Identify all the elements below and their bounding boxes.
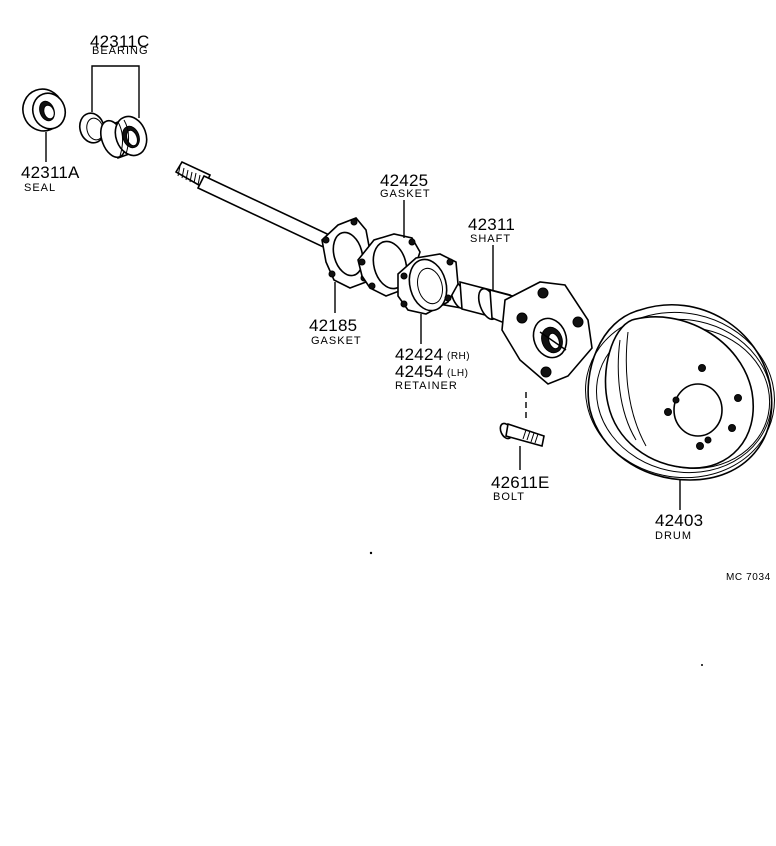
gasket-inner-part [321, 217, 373, 289]
bolt-part-name: BOLT [493, 491, 525, 503]
retainer-lh-part-number: 42454 [395, 362, 443, 381]
shaft-part-name: SHAFT [470, 233, 511, 245]
diagram-code: MC 7034 [726, 572, 771, 583]
retainer-part-name: RETAINER [395, 380, 458, 392]
retainer-lh-side: (LH) [447, 368, 468, 379]
gasket-outer-part-name: GASKET [380, 188, 431, 200]
retainer-rh-side: (RH) [447, 351, 470, 362]
bearing-part-number: 42311C [90, 32, 150, 51]
stray-dot [369, 551, 373, 555]
seal-part-name: SEAL [24, 182, 56, 194]
bolt-part-number: 42611E [491, 473, 550, 492]
brake-drum-part [585, 304, 775, 481]
gasket-inner-part-name: GASKET [311, 335, 362, 347]
seal-part-number: 42311A [21, 163, 80, 182]
retainer-rh-part-number: 42424 [395, 345, 443, 364]
bearing-part [78, 112, 148, 160]
shaft-part-number: 42311 [468, 215, 515, 234]
seal-part [22, 88, 67, 132]
bearing-leader [91, 65, 140, 118]
drum-part-number: 42403 [655, 511, 703, 530]
gasket-outer-part-number: 42425 [380, 171, 428, 190]
drum-part-name: DRUM [655, 530, 692, 542]
gasket-inner-part-number: 42185 [309, 316, 357, 335]
retainer-part [397, 253, 459, 315]
hub-bolt-part [499, 422, 545, 448]
bearing-part-name: BEARING [92, 45, 149, 57]
stray-dot [701, 664, 703, 666]
